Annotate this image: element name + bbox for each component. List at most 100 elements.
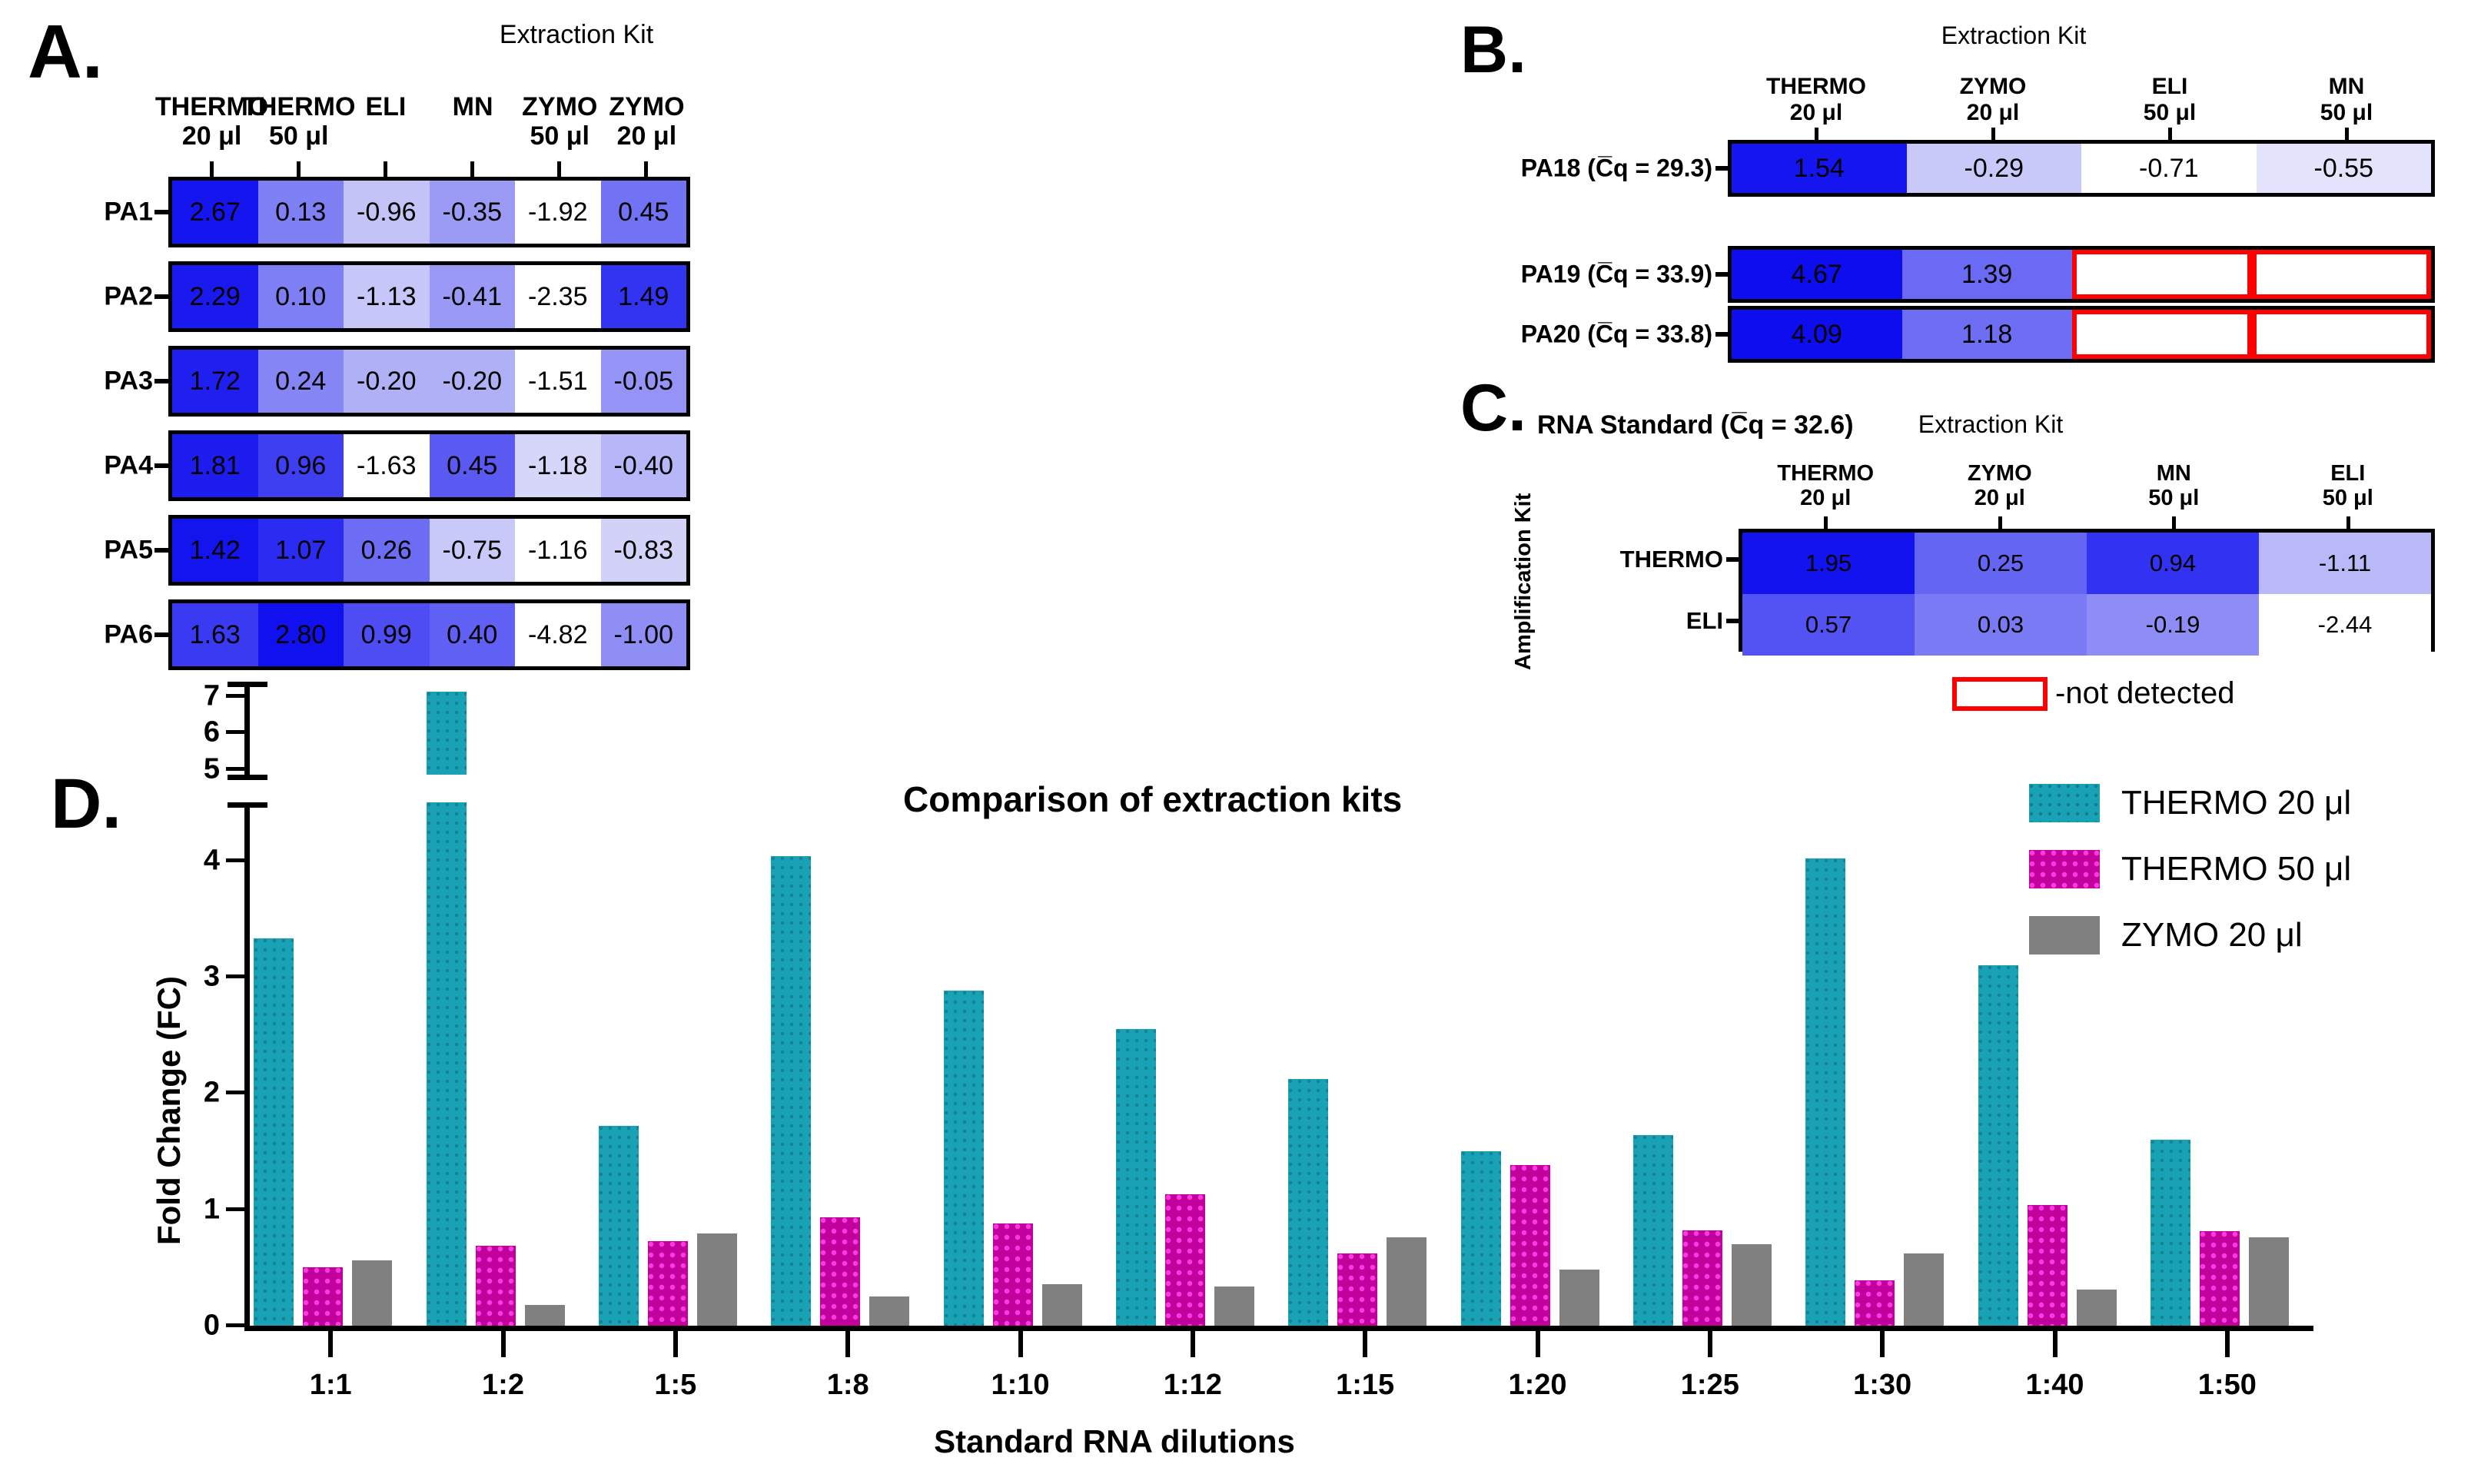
panel-b-not-detected-cell — [2072, 250, 2252, 299]
y-axis-lower — [244, 802, 250, 1326]
y-axis-upper — [244, 682, 250, 775]
column-header-name: ELI — [2330, 461, 2366, 486]
panel-b-heatmap-cell: -0.55 — [2256, 144, 2431, 193]
panel-b-heatmap-row: 1.54-0.29-0.71-0.55 — [1728, 140, 2435, 197]
panel-a-heatmap-cell: -0.05 — [600, 350, 686, 413]
panel-c-column-tick — [1824, 516, 1828, 529]
panel-a-heatmap-cell: 1.07 — [257, 519, 344, 582]
legend-item-magenta: THERMO 50 μl — [2029, 850, 2351, 888]
panel-a-heatmap-cell: -0.75 — [429, 519, 515, 582]
bar-magenta-1:25 — [1682, 1230, 1722, 1326]
y-tick-6 — [226, 730, 246, 735]
y-tick-1 — [226, 1207, 246, 1211]
panel-a-row-tick — [154, 463, 170, 468]
panel-b-row-label-pa18: PA18 (C̅q = 29.3) — [1520, 154, 1712, 182]
panel-a-row-tick — [154, 548, 170, 553]
bar-teal-1:2-upper — [426, 692, 467, 775]
panel-a-heatmap-cell: -0.20 — [429, 350, 515, 413]
panel-c-heatmap-cell: -2.44 — [2259, 594, 2431, 656]
x-tick-label-1:50: 1:50 — [2197, 1369, 2257, 1401]
y-tick-3 — [226, 974, 246, 978]
panel-b-axis-title: Extraction Kit — [1941, 22, 2087, 49]
column-header-volume: 50 μl — [2143, 99, 2197, 125]
y-tick-4 — [226, 858, 246, 862]
panel-a-row-tick — [154, 632, 170, 637]
panel-b-heatmap-cell: 1.18 — [1901, 310, 2072, 359]
y-tick-2 — [226, 1091, 246, 1095]
panel-b-row-tick — [1715, 166, 1729, 171]
panel-c-row-tick — [1726, 557, 1740, 562]
panel-a-heatmap-cell: 0.99 — [344, 603, 430, 666]
legend-swatch-gray — [2029, 916, 2100, 954]
panel-b-heatmap-cell: 4.67 — [1732, 250, 1902, 299]
not-detected-swatch — [1952, 676, 2048, 711]
panel-a-column-tick — [383, 161, 387, 177]
panel-a-heatmap-cell: 0.10 — [257, 265, 344, 328]
y-tick-label-2: 2 — [203, 1076, 220, 1109]
panel-a-heatmap-cell: -0.35 — [429, 181, 515, 244]
bar-gray-1:5 — [696, 1233, 737, 1326]
panel-c-heatmap-cell: 1.95 — [1742, 533, 1915, 594]
panel-a-heatmap-cell: -0.96 — [344, 181, 430, 244]
x-tick-1:20 — [1535, 1331, 1540, 1357]
panel-a-row-tick — [154, 210, 170, 214]
bar-magenta-1:50 — [2199, 1231, 2240, 1326]
bar-magenta-1:30 — [1855, 1280, 1895, 1326]
panel-c-heatmap-cell: 0.03 — [1915, 594, 2087, 656]
panel-a-heatmap-cell: 0.26 — [344, 519, 430, 582]
x-tick-1:30 — [1880, 1331, 1885, 1357]
panel-b-heatmap-cell: 4.09 — [1732, 310, 1902, 359]
x-tick-label-1:25: 1:25 — [1680, 1369, 1739, 1401]
bar-teal-1:8 — [771, 855, 812, 1326]
bar-magenta-1:40 — [2027, 1204, 2067, 1326]
panel-c-heatmap-cell: 0.94 — [2087, 533, 2259, 594]
panel-a-heatmap-cell: -1.63 — [344, 434, 430, 497]
panel-a-heatmap-cell: 1.63 — [172, 603, 258, 666]
y-tick-label-7: 7 — [203, 679, 220, 712]
y-tick-5 — [226, 766, 246, 771]
x-tick-1:50 — [2224, 1331, 2230, 1357]
bar-gray-1:1 — [352, 1260, 393, 1326]
panel-a-heatmap-cell: -2.35 — [515, 265, 601, 328]
bar-teal-1:10 — [943, 991, 984, 1326]
panel-a-heatmap-cell: -1.00 — [600, 603, 686, 666]
panel-a-column-tick — [209, 161, 214, 177]
column-header-name: THERMO — [1777, 461, 1875, 486]
bar-magenta-1:5 — [647, 1240, 688, 1326]
panel-a-column-tick — [470, 161, 475, 177]
panel-a-heatmap-cell: 0.96 — [257, 434, 344, 497]
x-tick-label-1:5: 1:5 — [654, 1369, 697, 1401]
panel-a-heatmap-cell: -1.18 — [515, 434, 601, 497]
panel-c-letter: C. — [1460, 371, 1526, 445]
panel-a-heatmap-cell: 0.45 — [429, 434, 515, 497]
legend-item-teal: THERMO 20 μl — [2029, 784, 2351, 822]
panel-b-column-tick — [1991, 128, 1995, 140]
bar-gray-1:20 — [1559, 1270, 1599, 1326]
panel-b-letter: B. — [1460, 13, 1526, 87]
bar-magenta-1:2 — [475, 1245, 516, 1326]
panel-a-heatmap-cell: -1.16 — [515, 519, 601, 582]
column-header-name: THERMO — [154, 92, 269, 121]
bar-teal-1:20 — [1460, 1151, 1501, 1326]
panel-c-row-label-thermo: THERMO — [1619, 546, 1723, 573]
panel-d-letter: D. — [51, 765, 121, 843]
panel-a-row-label-pa6: PA6 — [104, 619, 153, 649]
chart-title: Comparison of extraction kits — [903, 779, 1403, 819]
bar-teal-1:5 — [598, 1125, 639, 1326]
panel-c-column-tick — [2346, 516, 2350, 529]
panel-a-heatmap-cell: -4.82 — [515, 603, 601, 666]
panel-b-heatmap-cell: 1.54 — [1732, 144, 1907, 193]
panel-b-row-tick — [1715, 272, 1729, 277]
column-header-volume: 50 μl — [2148, 486, 2200, 511]
x-tick-label-1:10: 1:10 — [991, 1369, 1050, 1401]
column-header-volume: 20 μl — [1800, 486, 1852, 511]
